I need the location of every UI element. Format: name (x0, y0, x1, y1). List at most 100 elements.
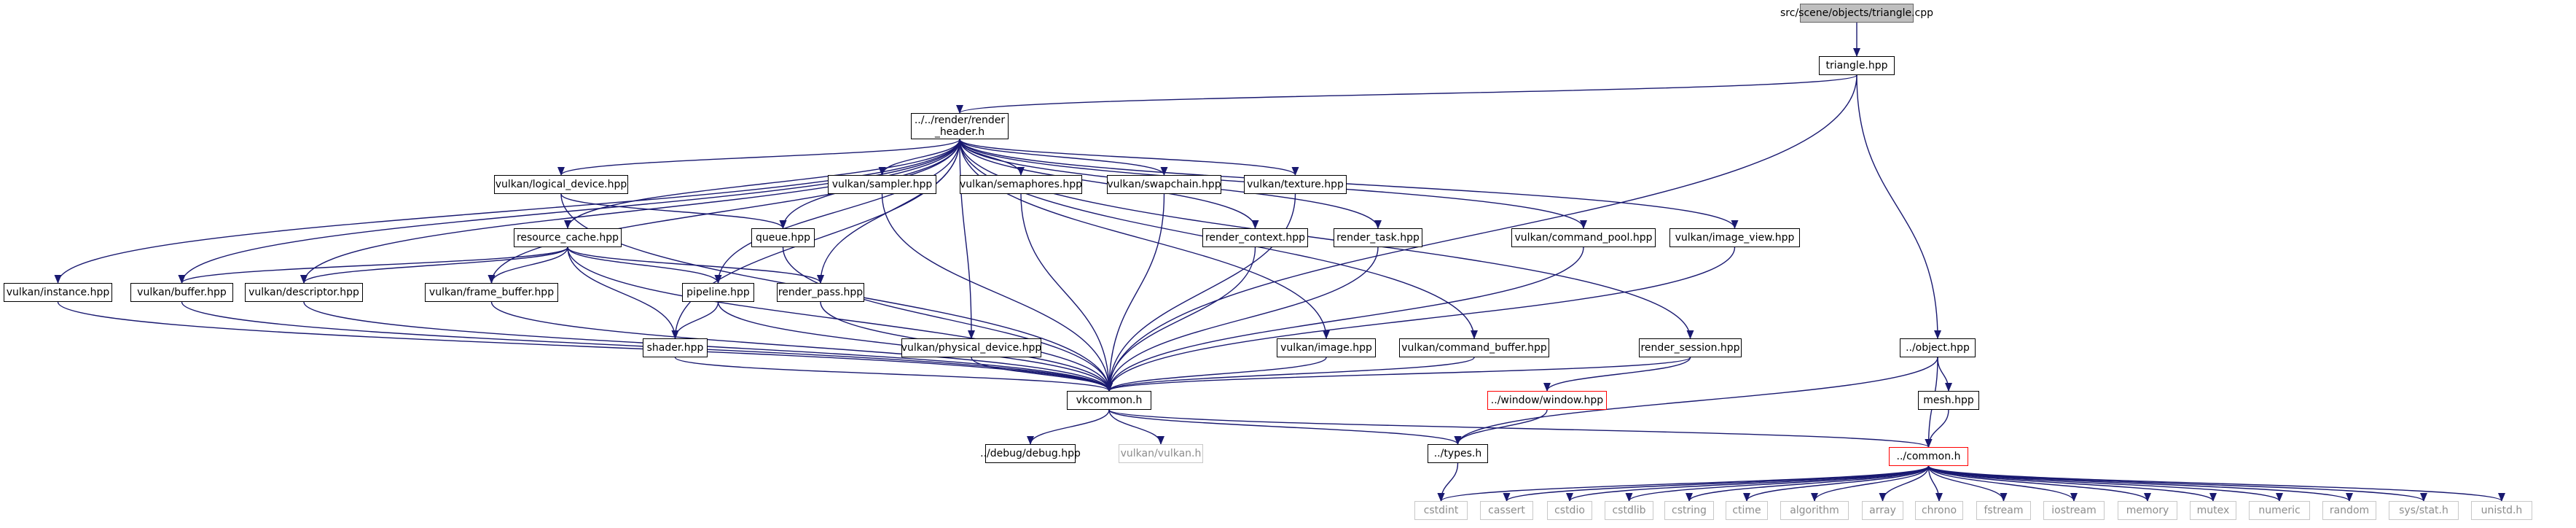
node-render-pass[interactable]: render_pass.hpp (777, 283, 864, 302)
edge-triangle_hpp-to-render_header (956, 74, 1857, 114)
node-buffer[interactable]: vulkan/buffer.hpp (130, 283, 233, 302)
node-debug[interactable]: ../debug/debug.hpp (980, 444, 1081, 463)
edge-render_header-to-instance (54, 139, 960, 284)
node-memory: memory (2118, 501, 2177, 520)
edge-render_header-to-physical_device (959, 139, 975, 339)
node-texture[interactable]: vulkan/texture.hpp (1244, 175, 1347, 194)
node-image[interactable]: vulkan/image.hpp (1277, 338, 1376, 357)
edge-resource_cache-to-buffer (178, 246, 568, 284)
node-command-buffer[interactable]: vulkan/command_buffer.hpp (1399, 338, 1549, 357)
node-iostream: iostream (2043, 501, 2105, 520)
edge-frame_buffer-to-vkcommon (490, 301, 1113, 392)
node-window[interactable]: ../window/window.hpp (1487, 391, 1607, 410)
edge-common-to-array (1879, 465, 1930, 502)
node-descriptor[interactable]: vulkan/descriptor.hpp (245, 283, 363, 302)
edge-queue-to-vkcommon (782, 246, 1113, 392)
edge-render_session-to-window (1543, 357, 1691, 392)
edge-triangle_hpp-to-object_hpp (1856, 74, 1941, 339)
node-instance[interactable]: vulkan/instance.hpp (4, 283, 112, 302)
edge-render_header-to-pipeline (714, 139, 960, 284)
node-common[interactable]: ../common.h (1889, 447, 1968, 466)
node-resource-cache[interactable]: resource_cache.hpp (514, 228, 622, 247)
edge-object_hpp-to-mesh (1937, 357, 1952, 392)
node-algorithm: algorithm (1780, 501, 1849, 520)
node-cassert: cassert (1480, 501, 1533, 520)
edge-common-to-cstdio (1566, 465, 1930, 502)
edge-common-to-numeric (1927, 465, 2283, 502)
edge-common-to-fstream (1927, 465, 2008, 502)
edge-render_header-to-resource_cache (564, 139, 960, 229)
edge-common-to-chrono (1927, 465, 1943, 502)
node-triangle-hpp[interactable]: triangle.hpp (1819, 56, 1895, 75)
node-render-session[interactable]: render_session.hpp (1639, 338, 1742, 357)
node-chrono: chrono (1915, 501, 1963, 520)
edge-mesh-to-common (1925, 409, 1949, 448)
edge-resource_cache-to-descriptor (300, 246, 568, 284)
node-fstream: fstream (1976, 501, 2031, 520)
node-cstdlib: cstdlib (1605, 501, 1653, 520)
node-array: array (1862, 501, 1903, 520)
edge-render_header-to-texture (959, 139, 1299, 176)
edge-common-to-cassert (1503, 465, 1930, 502)
node-vkcommon[interactable]: vkcommon.h (1067, 391, 1151, 410)
node-sampler[interactable]: vulkan/sampler.hpp (828, 175, 936, 194)
edge-physical_device-to-vkcommon (971, 357, 1113, 392)
node-render-context[interactable]: render_context.hpp (1202, 228, 1308, 247)
node-numeric: numeric (2249, 501, 2310, 520)
node-image-view[interactable]: vulkan/image_view.hpp (1669, 228, 1800, 247)
node-cstdio: cstdio (1547, 501, 1592, 520)
edge-swapchain-to-vkcommon (1105, 193, 1165, 392)
edge-common-to-cstdlib (1625, 465, 1930, 502)
node-command-pool[interactable]: vulkan/command_pool.hpp (1511, 228, 1656, 247)
edge-instance-to-vkcommon (57, 301, 1113, 392)
edge-common-to-random (1927, 465, 2353, 502)
node-semaphores[interactable]: vulkan/semaphores.hpp (960, 175, 1082, 194)
edge-render_header-to-image_view (959, 139, 1739, 229)
edge-render_header-to-logical_device (557, 139, 960, 176)
edge-common-to-mutex (1927, 465, 2217, 502)
edge-resource_cache-to-pipeline (567, 246, 722, 284)
edge-common-to-memory (1927, 465, 2151, 502)
node-cstring: cstring (1664, 501, 1714, 520)
node-ctime: ctime (1726, 501, 1768, 520)
node-render-header[interactable]: ../../render/render _header.h (911, 113, 1009, 139)
edge-image-to-vkcommon (1105, 357, 1327, 392)
edge-common-to-unistd (1927, 465, 2505, 502)
edge-triangle_hpp-to-vkcommon (1105, 74, 1857, 392)
edge-render_header-to-shader (671, 139, 960, 339)
node-frame-buffer[interactable]: vulkan/frame_buffer.hpp (425, 283, 558, 302)
node-random: random (2322, 501, 2376, 520)
node-pipeline[interactable]: pipeline.hpp (682, 283, 754, 302)
edge-resource_cache-to-render_pass (567, 246, 824, 284)
edge-common-to-iostream (1927, 465, 2078, 502)
edge-common-to-cstdint (1437, 465, 1930, 502)
edge-render_context-to-vkcommon (1105, 246, 1256, 392)
node-mesh[interactable]: mesh.hpp (1918, 391, 1979, 410)
edge-render_header-to-buffer (178, 139, 960, 284)
node-logical-device[interactable]: vulkan/logical_device.hpp (494, 175, 628, 194)
node-cstdint: cstdint (1414, 501, 1468, 520)
edge-vkcommon-to-debug (1027, 409, 1110, 445)
node-physical-device[interactable]: vulkan/physical_device.hpp (901, 338, 1041, 357)
edge-common-to-ctime (1743, 465, 1930, 502)
edge-vkcommon-to-vulkan_h (1108, 409, 1164, 445)
edge-common-to-algorithm (1811, 465, 1930, 502)
node-shader[interactable]: shader.hpp (643, 338, 708, 357)
edges (54, 23, 2505, 502)
edge-command_buffer-to-vkcommon (1105, 357, 1475, 392)
edge-render_header-to-descriptor (300, 139, 960, 284)
edge-types-to-cstdint (1437, 462, 1459, 502)
node-queue[interactable]: queue.hpp (751, 228, 815, 247)
node-sys-stat: sys/stat.h (2389, 501, 2459, 520)
node-object-hpp[interactable]: ../object.hpp (1900, 338, 1976, 357)
edge-shader-to-vkcommon (674, 357, 1113, 392)
node-unistd: unistd.h (2471, 501, 2532, 520)
edge-render_task-to-vkcommon (1105, 246, 1379, 392)
edge-render_header-to-swapchain (959, 139, 1168, 176)
edge-vkcommon-to-common (1108, 409, 1933, 448)
node-swapchain[interactable]: vulkan/swapchain.hpp (1107, 175, 1221, 194)
node-types[interactable]: ../types.h (1428, 444, 1488, 463)
edge-render_session-to-vkcommon (1105, 357, 1691, 392)
node-render-task[interactable]: render_task.hpp (1334, 228, 1422, 247)
